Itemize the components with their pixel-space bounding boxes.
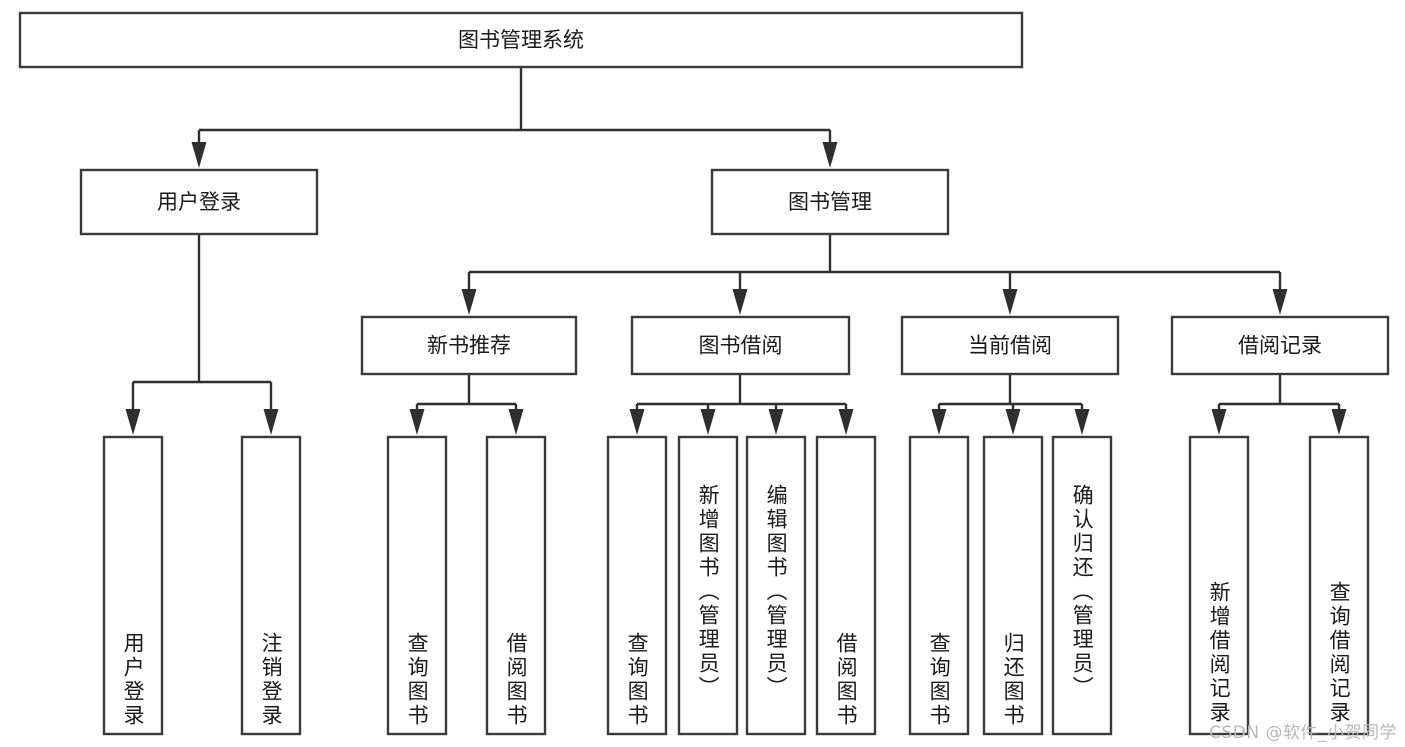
node-box-user-login[interactable] <box>79 168 319 236</box>
arrow-head-icon <box>409 409 425 435</box>
node-label-user-login: 用户登录 <box>157 190 241 214</box>
arrow-head-icon <box>1074 409 1090 435</box>
arrow-head-icon <box>768 409 784 435</box>
node-label-leaf-add-record: 新增借阅记录 <box>1207 581 1232 725</box>
arrow-head-icon <box>461 289 477 315</box>
node-box-leaf-user-logout[interactable] <box>240 435 302 736</box>
node-box-root[interactable] <box>18 11 1024 69</box>
node-label-wrap-leaf-confirm-return: 确认归还（管理员） <box>1053 437 1111 734</box>
arrow-head-icon <box>931 409 947 435</box>
node-box-book-borrow[interactable] <box>630 315 851 376</box>
node-label-leaf-borrow-book-2: 借阅图书 <box>834 632 859 728</box>
connector-new-book-rec <box>409 374 524 435</box>
node-box-leaf-borrow-book-2[interactable] <box>815 435 877 736</box>
node-box-leaf-query-book-1[interactable] <box>386 435 448 736</box>
arrow-head-icon <box>1272 289 1288 315</box>
connector-root <box>191 67 838 168</box>
connector-current-borrow <box>931 374 1090 435</box>
node-box-current-borrow[interactable] <box>900 315 1120 376</box>
arrow-head-icon <box>1005 409 1021 435</box>
node-box-leaf-confirm-return[interactable] <box>1051 435 1113 736</box>
node-label-leaf-add-book: 新增图书（管理员） <box>696 483 721 700</box>
node-label-current-borrow: 当前借阅 <box>968 334 1052 358</box>
node-label-wrap-leaf-user-logout: 注销登录 <box>242 437 300 734</box>
node-label-leaf-query-book-3: 查询图书 <box>927 632 952 728</box>
node-box-borrow-record[interactable] <box>1170 315 1390 376</box>
node-label-wrap-leaf-query-book-3: 查询图书 <box>910 437 968 734</box>
connectors-layer <box>125 67 1347 435</box>
node-box-leaf-query-book-2[interactable] <box>606 435 668 736</box>
node-label-leaf-query-record: 查询借阅记录 <box>1327 581 1352 725</box>
arrow-head-icon <box>629 409 645 435</box>
connector-user-login <box>125 234 279 435</box>
arrow-head-icon <box>838 409 854 435</box>
node-label-leaf-return-book: 归还图书 <box>1001 632 1026 728</box>
node-box-leaf-add-book[interactable] <box>677 435 739 736</box>
node-box-leaf-add-record[interactable] <box>1188 435 1250 736</box>
arrow-head-icon <box>125 409 141 435</box>
node-label-wrap-leaf-borrow-book-1: 借阅图书 <box>487 437 545 734</box>
arrow-head-icon <box>1211 409 1227 435</box>
node-label-wrap-leaf-query-book-2: 查询图书 <box>608 437 666 734</box>
node-label-leaf-borrow-book-1: 借阅图书 <box>504 632 529 728</box>
node-label-book-manage: 图书管理 <box>788 190 872 214</box>
node-box-leaf-query-book-3[interactable] <box>908 435 970 736</box>
arrow-head-icon <box>1002 289 1018 315</box>
node-label-wrap-leaf-query-book-1: 查询图书 <box>388 437 446 734</box>
connector-book-manage <box>461 234 1288 315</box>
node-label-leaf-user-login: 用户登录 <box>121 632 146 728</box>
node-label-wrap-leaf-add-book: 新增图书（管理员） <box>679 437 737 734</box>
node-box-leaf-user-login[interactable] <box>102 435 164 736</box>
node-label-wrap-leaf-return-book: 归还图书 <box>984 437 1042 734</box>
node-label-leaf-confirm-return: 确认归还（管理员） <box>1070 483 1095 700</box>
node-box-leaf-edit-book[interactable] <box>745 435 807 736</box>
connector-borrow-record <box>1211 374 1347 435</box>
node-label-wrap-leaf-user-login: 用户登录 <box>104 437 162 734</box>
arrow-head-icon <box>191 142 207 168</box>
node-label-wrap-leaf-add-record: 新增借阅记录 <box>1190 437 1248 734</box>
node-label-leaf-query-book-2: 查询图书 <box>625 632 650 728</box>
node-box-leaf-borrow-book-1[interactable] <box>485 435 547 736</box>
node-boxes-layer <box>18 11 1390 736</box>
connector-book-borrow <box>629 374 854 435</box>
arrow-head-icon <box>508 409 524 435</box>
node-label-leaf-query-book-1: 查询图书 <box>405 632 430 728</box>
arrow-head-icon <box>1331 409 1347 435</box>
node-label-leaf-user-logout: 注销登录 <box>259 632 284 728</box>
node-label-wrap-leaf-query-record: 查询借阅记录 <box>1310 437 1368 734</box>
node-label-leaf-edit-book: 编辑图书（管理员） <box>764 483 789 700</box>
arrow-head-icon <box>732 289 748 315</box>
node-box-leaf-query-record[interactable] <box>1308 435 1370 736</box>
arrow-head-icon <box>700 409 716 435</box>
node-box-leaf-return-book[interactable] <box>982 435 1044 736</box>
node-label-wrap-leaf-edit-book: 编辑图书（管理员） <box>747 437 805 734</box>
node-label-root: 图书管理系统 <box>458 28 584 52</box>
node-label-borrow-record: 借阅记录 <box>1238 334 1322 358</box>
arrow-head-icon <box>263 409 279 435</box>
node-box-new-book-rec[interactable] <box>360 315 578 376</box>
node-box-book-manage[interactable] <box>710 168 950 236</box>
node-label-wrap-leaf-borrow-book-2: 借阅图书 <box>817 437 875 734</box>
node-label-book-borrow: 图书借阅 <box>699 334 783 358</box>
node-label-new-book-rec: 新书推荐 <box>427 334 511 358</box>
arrow-head-icon <box>822 142 838 168</box>
